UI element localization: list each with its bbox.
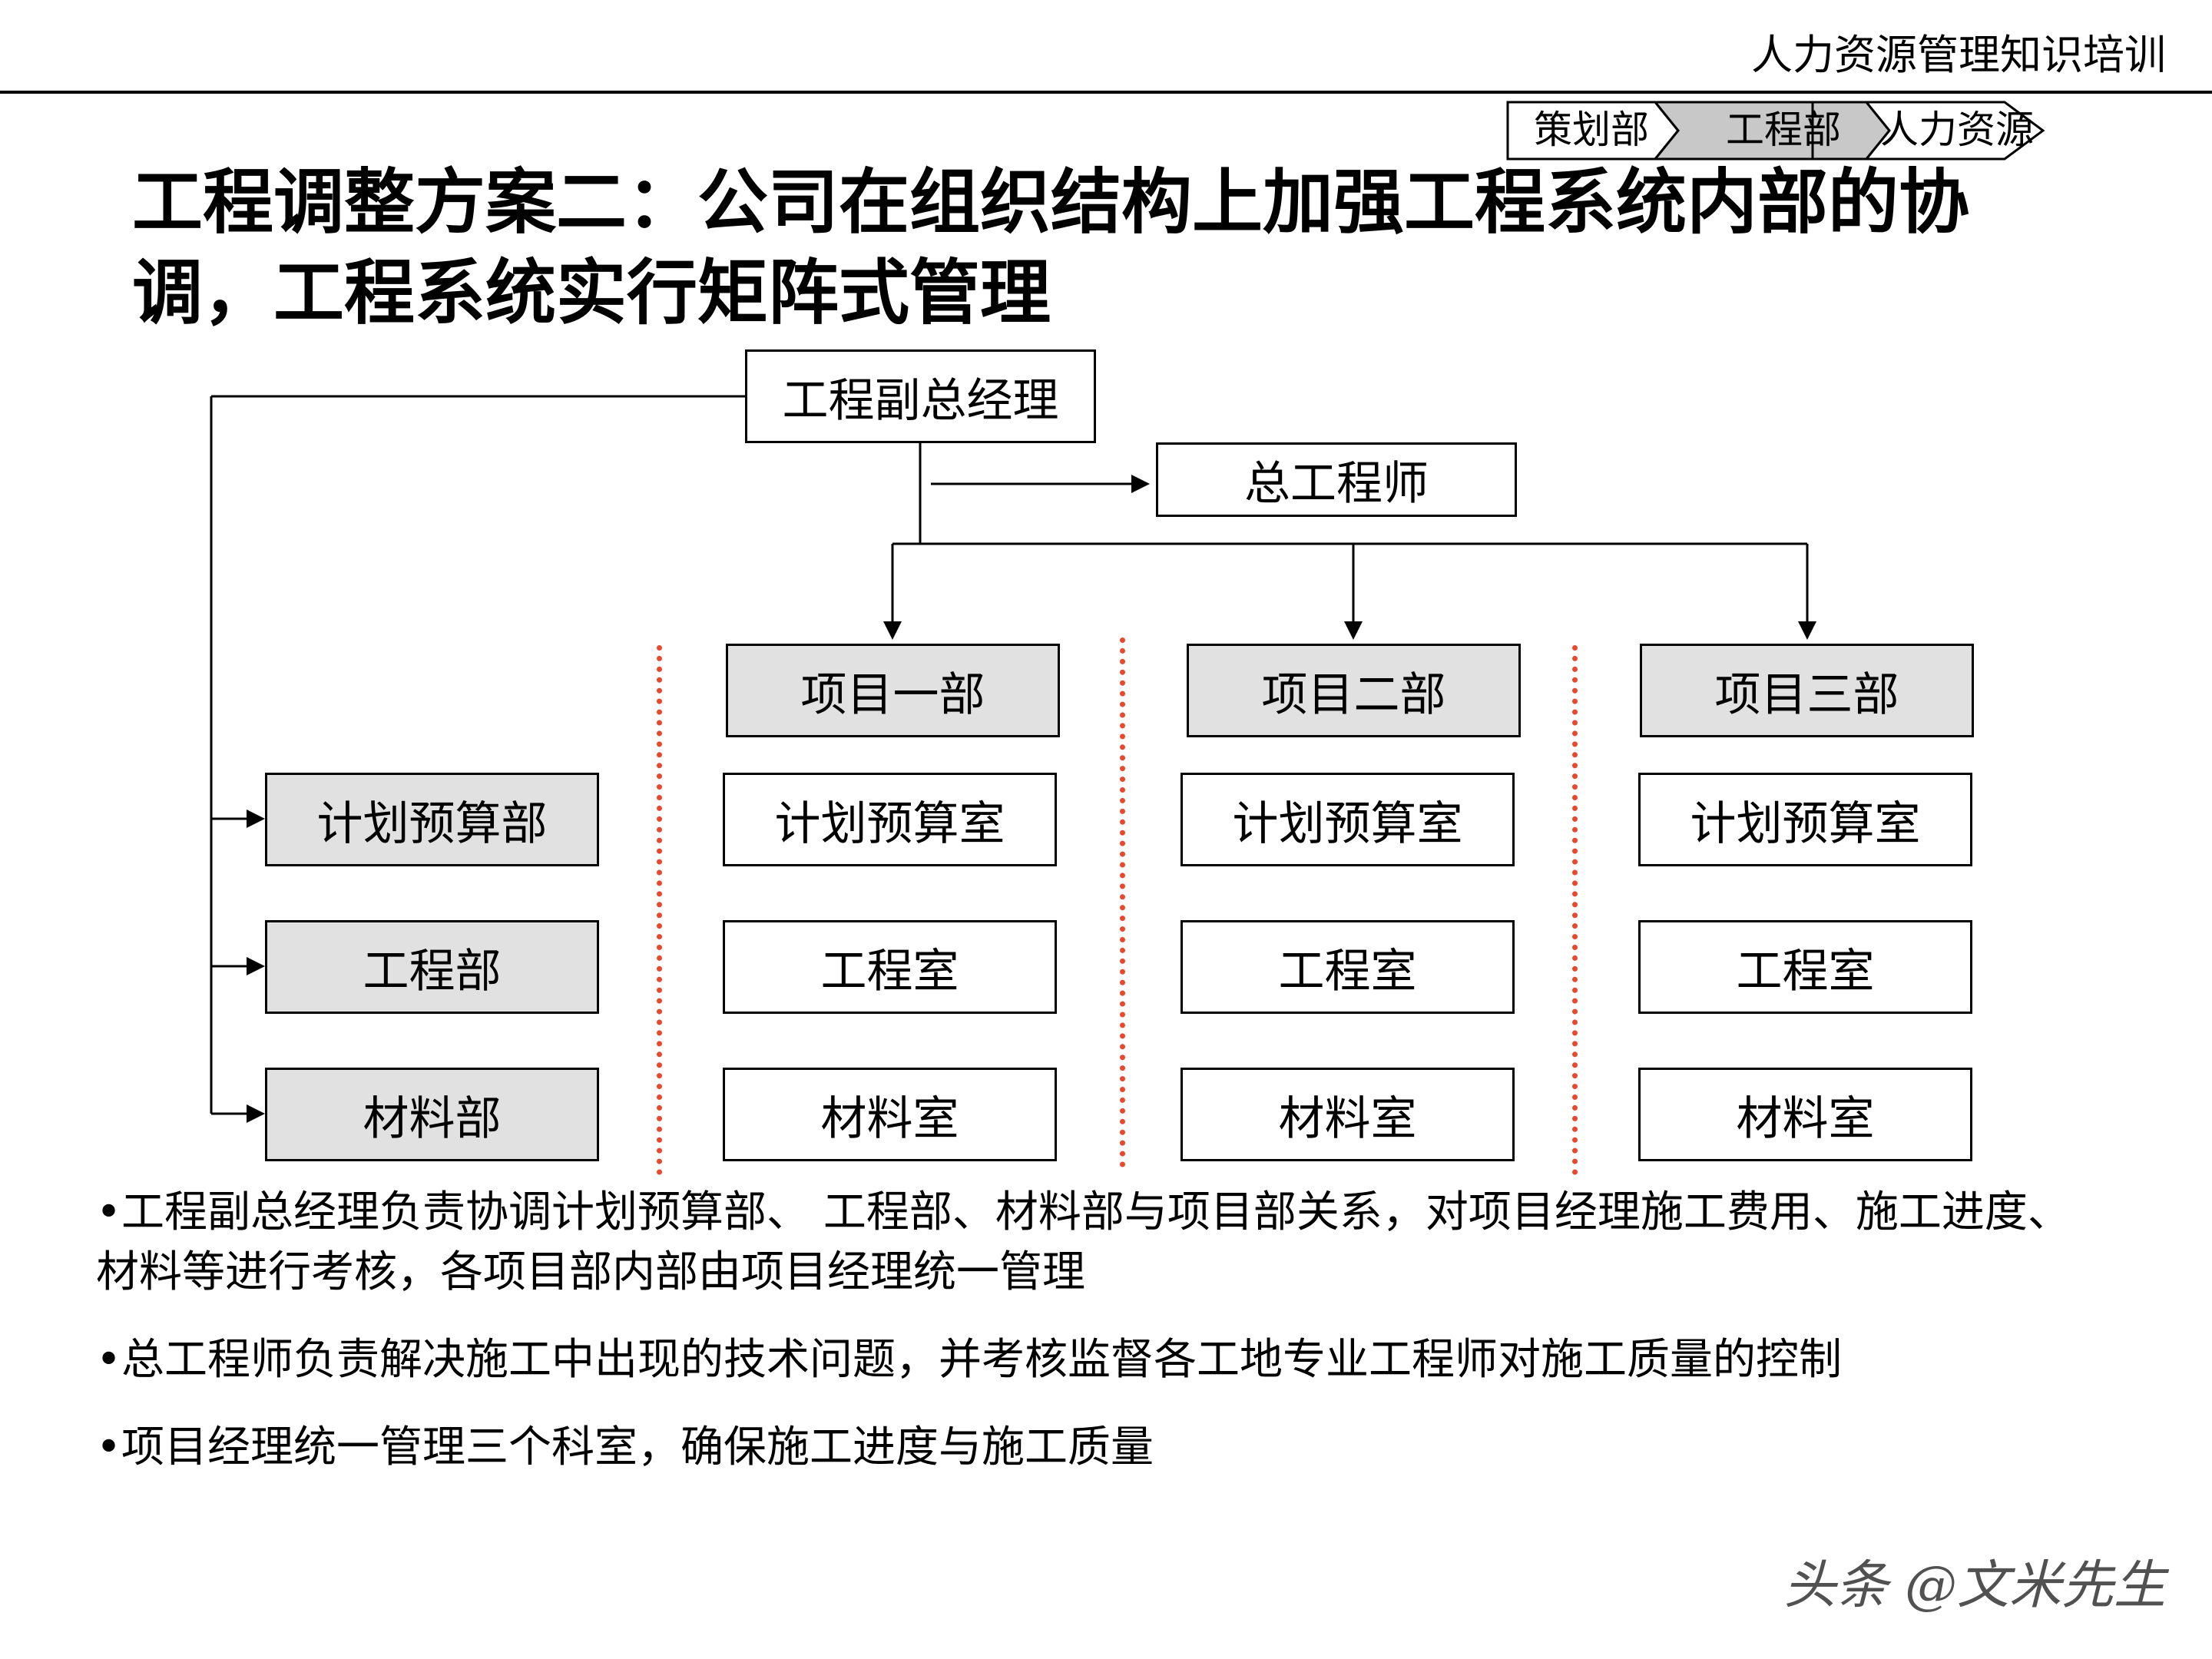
vp-engineering-box: 工程副总经理 <box>745 349 1096 443</box>
tab-label-engineering: 工程部 <box>1726 108 1841 152</box>
project-1-box: 项目一部 <box>726 644 1060 737</box>
chief-engineer-box: 总工程师 <box>1156 442 1517 517</box>
dotted-divider-1 <box>657 645 662 1175</box>
project-1-room-engineering: 工程室 <box>723 920 1057 1014</box>
project-2-room-engineering: 工程室 <box>1181 920 1515 1014</box>
org-chart-connectors <box>210 395 1816 1123</box>
project-3-room-materials: 材料室 <box>1638 1068 1972 1161</box>
header-divider <box>0 91 2212 94</box>
note-item: •总工程师负责解决施工中出现的技术问题，并考核监督各工地专业工程师对施工质量的控… <box>96 1335 1843 1385</box>
project-1-room-planning: 计划预算室 <box>723 773 1057 866</box>
header-title: 人力资源管理知识培训 <box>1751 31 2166 79</box>
watermark: 头条 @文米先生 <box>1783 1555 2166 1616</box>
process-tabs: 策划部 工程部 人力资源 <box>1506 101 2045 161</box>
project-2-room-materials: 材料室 <box>1181 1068 1515 1161</box>
notes-section: •工程副总经理负责协调计划预算部、 工程部、材料部与项目部关系，对项目经理施工费… <box>96 1183 2108 1505</box>
dept-engineering: 工程部 <box>265 920 599 1014</box>
dotted-divider-3 <box>1572 645 1578 1175</box>
dept-materials: 材料部 <box>265 1068 599 1161</box>
page-title: 工程调整方案二：公司在组织结构上加强工程系统内部的协调，工程系统实行矩阵式管理 <box>132 161 1970 334</box>
project-3-box: 项目三部 <box>1640 644 1974 737</box>
project-1-room-materials: 材料室 <box>723 1068 1057 1161</box>
dept-planning-budget: 计划预算部 <box>265 773 599 866</box>
tab-chevron-3 <box>1863 101 2045 161</box>
project-2-room-planning: 计划预算室 <box>1181 773 1515 866</box>
project-2-box: 项目二部 <box>1187 644 1521 737</box>
dotted-divider-2 <box>1120 637 1125 1167</box>
tab-label-planning: 策划部 <box>1534 108 1649 152</box>
note-item: •项目经理统一管理三个科室，确保施工进度与施工质量 <box>96 1422 1154 1472</box>
project-3-room-engineering: 工程室 <box>1638 920 1972 1014</box>
tab-label-hr: 人力资源 <box>1880 108 2034 152</box>
note-item: •工程副总经理负责协调计划预算部、 工程部、材料部与项目部关系，对项目经理施工费… <box>96 1187 2071 1297</box>
project-3-room-planning: 计划预算室 <box>1638 773 1972 866</box>
